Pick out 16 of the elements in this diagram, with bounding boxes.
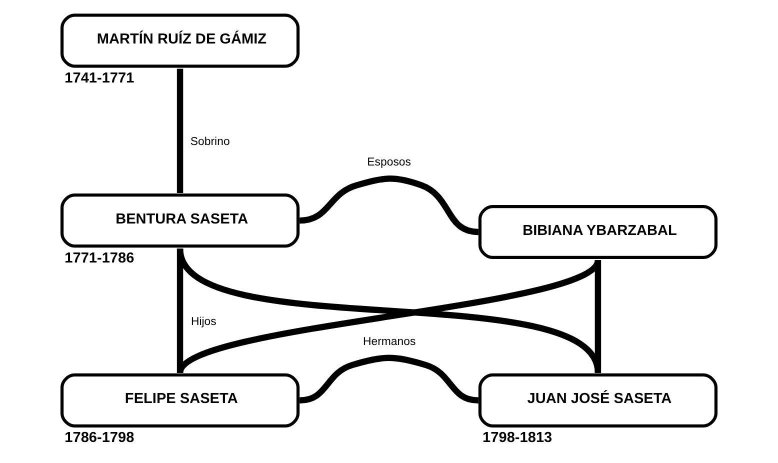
node-box: BIBIANA YBARZABAL bbox=[478, 204, 718, 259]
node-label: 1741-1771 bbox=[64, 70, 134, 86]
edge-label: Esposos bbox=[367, 156, 411, 168]
node-box: FELIPE SASETA bbox=[60, 372, 300, 427]
node-label: 1771-1786 bbox=[64, 250, 134, 266]
connector bbox=[594, 260, 602, 372]
edge-label: Hijos bbox=[190, 315, 216, 328]
connector bbox=[299, 354, 479, 404]
node-box: JUAN JOSÉ SASETA bbox=[478, 372, 718, 427]
node-box: MARTÍN RUÍZ DE GÁMIZ bbox=[60, 13, 300, 68]
node-label: 1798-1813 bbox=[482, 430, 552, 446]
connector bbox=[176, 68, 184, 193]
node-box: BENTURA SASETA bbox=[60, 193, 300, 248]
edge-label: Hermanos bbox=[363, 336, 416, 348]
node-label: 1786-1798 bbox=[64, 430, 134, 446]
edge-label: Sobrino bbox=[190, 135, 230, 148]
